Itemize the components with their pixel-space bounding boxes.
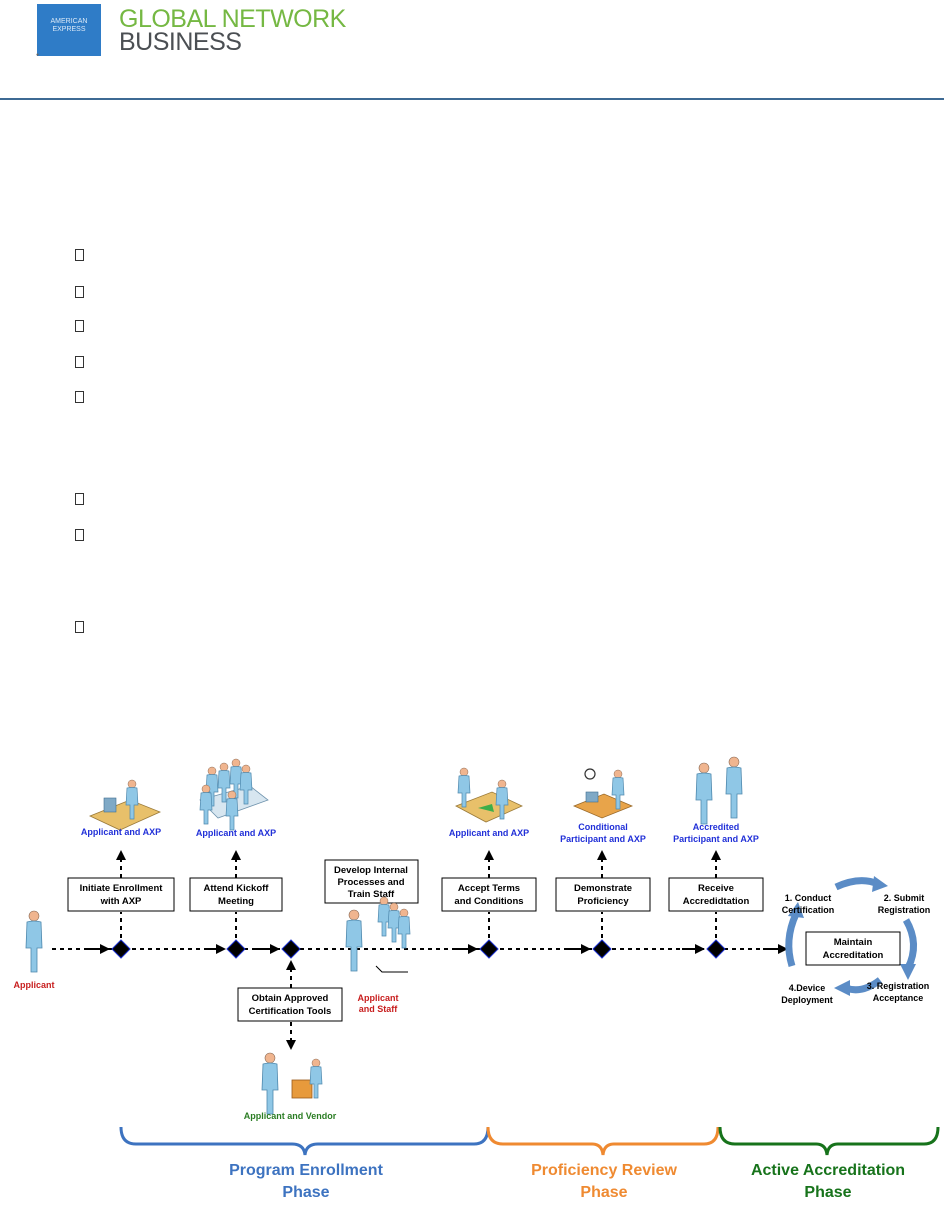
bullet-icon [75, 621, 84, 633]
desk-meeting-icon [88, 779, 162, 831]
step-box-initiate: Initiate Enrollment with AXP [67, 877, 175, 912]
actor-receive-line1: Accredited [693, 822, 740, 832]
cycle-step1-line1: 1. Conduct [785, 893, 832, 903]
inspection-desk-icon [572, 768, 634, 819]
phase-active-line2: Phase [804, 1184, 852, 1201]
step-box-kickoff: Attend Kickoff Meeting [189, 877, 283, 912]
cycle-step3-line1: 3. Registration [867, 981, 930, 991]
step-develop-line3: Train Staff [348, 889, 395, 900]
brand-line2: BUSINESS [119, 28, 242, 56]
step-box-obtain: Obtain Approved Certification Tools [237, 987, 343, 1022]
header-rule [0, 98, 944, 100]
node-obtain [281, 939, 301, 959]
actor-receive-line2: Participant and AXP [673, 834, 759, 844]
cycle-step2-line1: 2. Submit [884, 893, 925, 903]
applicant-and-staff-icon [345, 896, 411, 973]
node-accept [479, 939, 499, 959]
phase-proficiency-line1: Proficiency Review [531, 1162, 677, 1179]
bullet-icon [75, 529, 84, 541]
bullet-icon [75, 493, 84, 505]
actor-kickoff-label: Applicant and AXP [196, 828, 276, 838]
step-accept-line2: and Conditions [454, 896, 523, 907]
node-kickoff [226, 939, 246, 959]
brace-enrollment [119, 1126, 490, 1156]
conference-table-icon [199, 758, 269, 831]
cycle-center-line1: Maintain [834, 937, 873, 948]
node-demonstrate [592, 939, 612, 959]
phase-proficiency-line2: Phase [580, 1184, 628, 1201]
step-box-demonstrate: Demonstrate Proficiency [555, 877, 651, 912]
step-obtain-line2: Certification Tools [249, 1006, 332, 1017]
vendor-package-icon [261, 1052, 323, 1115]
logo-line1: AMERICAN [50, 18, 88, 25]
phase-active-line1: Active Accreditation [750, 1162, 906, 1179]
step-initiate-line1: Initiate Enrollment [80, 883, 164, 894]
actor-demonstrate-line2: Participant and AXP [560, 834, 646, 844]
phase-enrollment-line2: Phase [282, 1184, 330, 1201]
step-receive-line2: Accredidtation [683, 896, 750, 907]
step-receive-line1: Receive [698, 883, 734, 894]
phase-proficiency: Proficiency Review Phase [494, 1160, 714, 1204]
step-box-receive: Receive Accredidtation [668, 877, 764, 912]
actor-initiate-label: Applicant and AXP [81, 827, 161, 837]
brace-proficiency [486, 1126, 720, 1156]
step-demonstrate-line2: Proficiency [577, 896, 629, 907]
milestone-nodes [111, 939, 726, 959]
bullet-icon [75, 249, 84, 261]
phase-enrollment-line1: Program Enrollment [229, 1162, 383, 1179]
amex-logo: AMERICAN EXPRESS [37, 4, 101, 56]
bullet-icon [75, 286, 84, 298]
phase-braces [119, 1126, 940, 1156]
step-box-accept: Accept Terms and Conditions [441, 877, 537, 912]
bullet-icon [75, 391, 84, 403]
cycle-center-line2: Accreditation [823, 950, 884, 961]
node-receive [706, 939, 726, 959]
actor-staff-line1: Applicant [357, 993, 398, 1003]
step-develop-line2: Processes and [337, 877, 404, 888]
cycle-step4-line2: Deployment [781, 995, 833, 1005]
step-demonstrate-line1: Demonstrate [574, 883, 632, 894]
brand-line1: GLOBAL NETWORK [119, 5, 346, 33]
handshake-icon [695, 756, 743, 825]
logo-registered-dot: ● [36, 52, 40, 58]
signing-desk-icon [455, 767, 523, 823]
actor-vendor-label: Applicant and Vendor [244, 1111, 337, 1121]
actor-accept-label: Applicant and AXP [449, 828, 529, 838]
step-initiate-line2: with AXP [100, 896, 142, 907]
logo-line2: EXPRESS [52, 26, 86, 33]
brace-active [718, 1126, 940, 1156]
phase-active: Active Accreditation Phase [722, 1160, 934, 1204]
cycle-step3-line2: Acceptance [873, 993, 924, 1003]
node-initiate [111, 939, 131, 959]
applicant-label: Applicant [13, 980, 54, 990]
applicant-person-icon [25, 910, 43, 973]
cycle-step4-line1: 4.Device [789, 983, 826, 993]
bullet-icon [75, 356, 84, 368]
actor-demonstrate-line1: Conditional [578, 822, 628, 832]
step-develop-line1: Develop Internal [334, 865, 408, 876]
phase-enrollment: Program Enrollment Phase [190, 1160, 422, 1204]
actor-staff-line2: and Staff [359, 1004, 399, 1014]
step-box-develop: Develop Internal Processes and Train Sta… [324, 859, 419, 904]
step-kickoff-line1: Attend Kickoff [204, 883, 270, 894]
step-kickoff-line2: Meeting [218, 896, 254, 907]
cycle-step1-line2: Certification [782, 905, 835, 915]
bullet-icon [75, 320, 84, 332]
step-accept-line1: Accept Terms [458, 883, 520, 894]
maintenance-cycle: Maintain Accreditation 1. Conduct Certif… [781, 876, 930, 1005]
step-obtain-line1: Obtain Approved [252, 993, 329, 1004]
cycle-step2-line2: Registration [878, 905, 931, 915]
